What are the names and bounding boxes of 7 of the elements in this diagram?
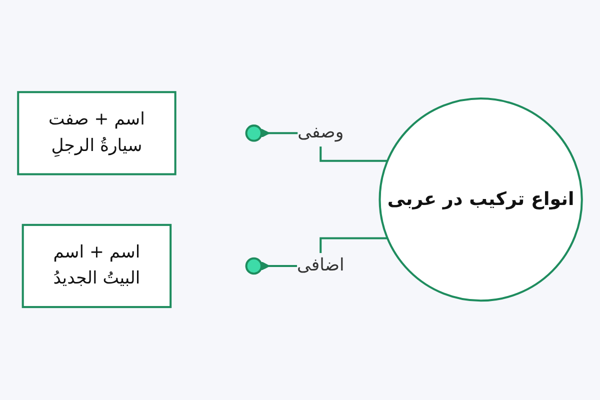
edge-label: اضافی xyxy=(296,256,344,276)
node-circle: انواع ترکیب در عربی xyxy=(378,98,583,302)
node-circle xyxy=(245,124,263,142)
node-box: اسم + صفت سیارةُ الرجلِ xyxy=(17,92,176,176)
edge-label: وصفی xyxy=(298,122,344,143)
node-box: اسم + اسم البیتُ الجدیدُ xyxy=(22,224,172,308)
node-circle xyxy=(245,258,263,276)
